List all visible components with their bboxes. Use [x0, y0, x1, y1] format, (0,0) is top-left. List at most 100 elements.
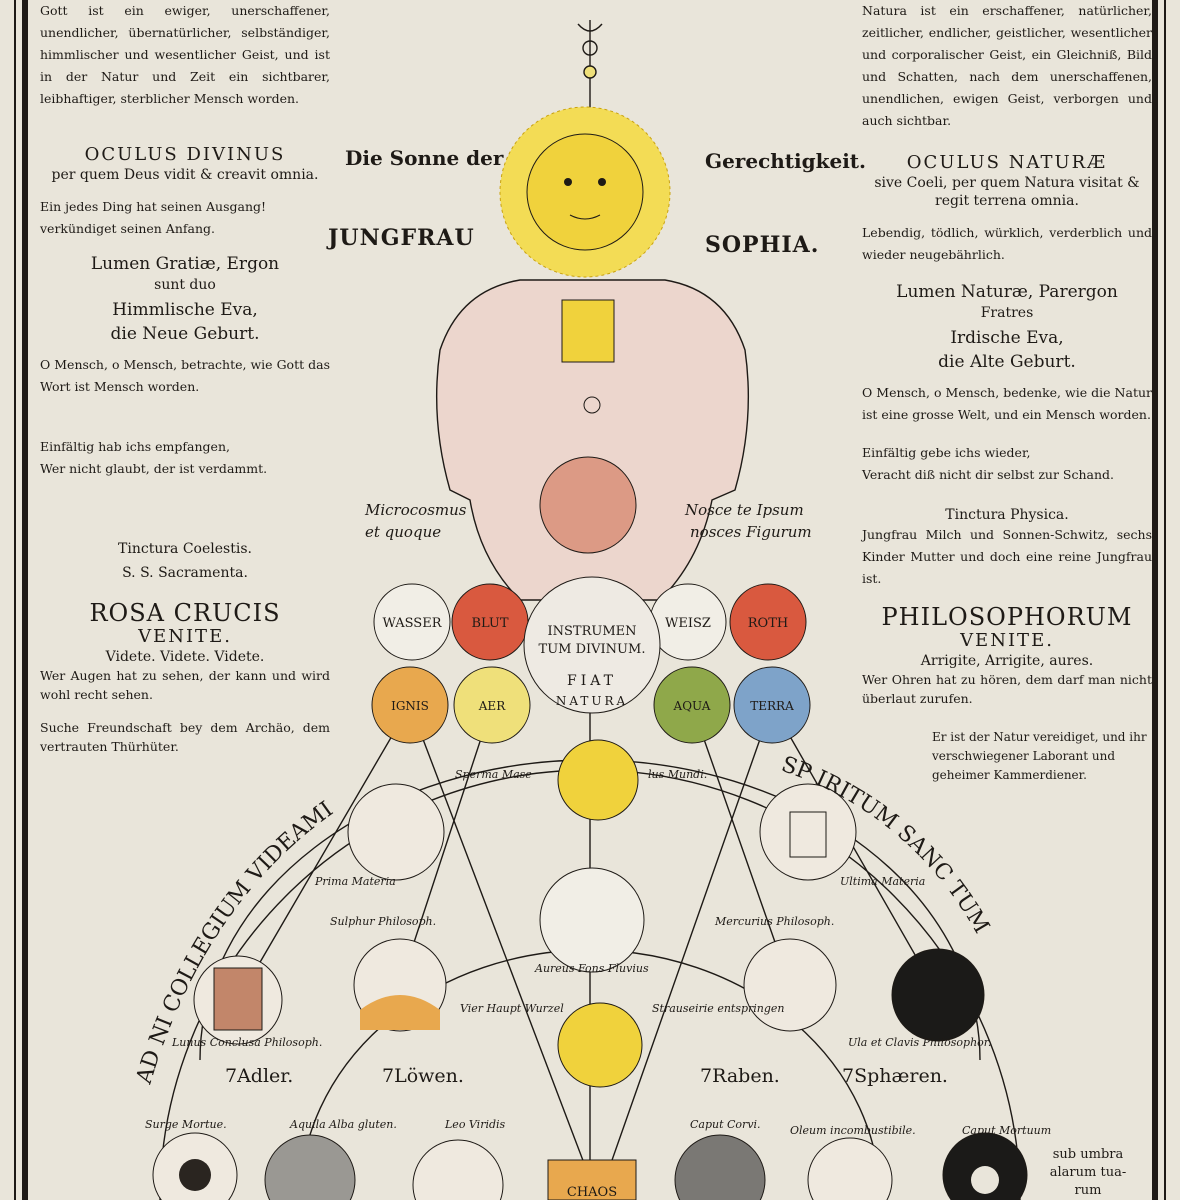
suche-text: Suche Freundschaft bey dem Archäo, dem v… — [40, 720, 330, 754]
label-leo-viridis: Leo Viridis — [444, 1118, 506, 1131]
fratres: Fratres — [980, 305, 1034, 321]
dark-grey-circle — [674, 1134, 766, 1200]
mensch-text-right: O Mensch, o Mensch, bedenke, wie die Nat… — [862, 385, 1152, 422]
natura-definition: Natura ist ein erschaffener, natürlicher… — [862, 3, 1152, 128]
skull-icon — [971, 1166, 999, 1194]
wind-circle — [347, 783, 445, 881]
natura-label: NATURA — [556, 694, 628, 708]
natur-text: Er ist der Natur vereidiget, und ihr ver… — [932, 730, 1147, 782]
instrumentum-label-1: INSTRUMEN — [547, 624, 636, 639]
lumen-naturae: Lumen Naturæ, Parergon — [896, 282, 1118, 302]
himmlische-eva: Himmlische Eva, — [112, 300, 258, 320]
moon-stars-circle — [539, 867, 645, 973]
label-prima-materia: Prima Materia — [314, 875, 396, 888]
ding-text: Ein jedes Ding hat seinen Ausgang! verkü… — [40, 199, 267, 236]
tinctura-coelestis: Tinctura Coelestis. — [118, 541, 252, 557]
et-quoque-label: et quoque — [365, 523, 441, 541]
count-raben: 7Raben. — [700, 1065, 780, 1087]
umbra-line3: rum — [1075, 1183, 1102, 1198]
label-mundi: lus Mundi. — [648, 768, 707, 781]
venite-right: VENITE. — [960, 630, 1054, 651]
ohren-text: Wer Ohren hat zu hören, dem darf man nic… — [862, 672, 1152, 706]
aer-label: AER — [478, 699, 506, 713]
umbra-line1: sub umbra — [1053, 1147, 1124, 1162]
label-clavis: Ula et Clavis Philosophor. — [848, 1036, 991, 1049]
label-caput-corvi: Caput Corvi. — [690, 1118, 761, 1131]
umbra-line2: alarum tua- — [1050, 1165, 1126, 1180]
jungfrau-label: JUNGFRAU — [326, 225, 475, 251]
count-loewen: 7Löwen. — [382, 1065, 464, 1087]
eye-center — [179, 1159, 211, 1191]
ray-line — [771, 704, 939, 996]
sun-circle-lower — [557, 1002, 643, 1088]
label-lunus: Lunus Conclusa Philosoph. — [171, 1036, 322, 1049]
label-aureus-fons: Aureus Fons Fluvius — [534, 962, 649, 975]
label-oleum: Oleum incombustibile. — [790, 1124, 916, 1137]
oculus-divinus-title: OCULUS DIVINUS — [84, 144, 286, 165]
sonne-der-label: Die Sonne der — [345, 146, 504, 170]
aqua-circle — [653, 666, 731, 744]
frame-line-right — [1152, 0, 1158, 1200]
roth-label: ROTH — [748, 616, 788, 631]
count-adler: 7Adler. — [225, 1065, 293, 1087]
ray-line — [237, 704, 411, 1001]
god-definition: Gott ist ein ewiger, unerschaffener, une… — [40, 3, 330, 106]
ray-line — [691, 704, 791, 986]
label-sulphur: Sulphur Philosoph. — [330, 915, 436, 928]
einfaeltig-right-line2: Veracht diß nicht dir selbst zur Schand. — [862, 467, 1115, 482]
aqua-label: AQUA — [673, 699, 711, 713]
frame-line-left — [22, 0, 28, 1200]
grey-circle — [264, 1134, 356, 1200]
oculus-naturae-title: OCULUS NATURÆ — [906, 152, 1108, 173]
count-sphaeren: 7Sphæren. — [842, 1065, 948, 1087]
label-strauseirie: Strauseirie entspringen — [652, 1002, 785, 1015]
venus-symbol-icon — [583, 396, 601, 414]
rosa-crucis: ROSA CRUCIS — [89, 599, 281, 627]
vessel-figure — [213, 967, 263, 1031]
roth-circle — [729, 583, 807, 661]
wasser-circle — [373, 583, 451, 661]
philosophorum: PHILOSOPHORUM — [881, 603, 1133, 631]
oculus-naturae-sub: sive Coeli, per quem Natura visitat & re… — [874, 175, 1140, 209]
sophia-label: SOPHIA. — [705, 232, 819, 258]
gerechtigkeit-label: Gerechtigkeit. — [705, 149, 866, 173]
ignis-circle — [371, 666, 449, 744]
fiat-label: FIAT — [567, 673, 617, 689]
ignis-label: IGNIS — [391, 699, 429, 713]
figurum-label: nosces Figurum — [690, 523, 812, 541]
label-mercurius: Mercurius Philosoph. — [714, 915, 834, 928]
aer-circle — [453, 666, 531, 744]
instrumentum-circle — [523, 576, 661, 714]
chaos-label: CHAOS — [567, 1185, 617, 1200]
ray-line — [399, 704, 493, 986]
einfaeltig-right-line1: Einfältig gebe ichs wieder, — [862, 445, 1031, 460]
neue-geburt: die Neue Geburt. — [110, 324, 260, 344]
terra-label: TERRA — [750, 699, 794, 713]
oculus-divinus-sub: per quem Deus vidit & creavit omnia. — [51, 167, 319, 183]
instrumentum-label-2: TUM DIVINUM. — [539, 642, 646, 657]
einfaeltig-line2: Wer nicht glaubt, der ist verdammt. — [40, 461, 268, 476]
label-ultima-materia: Ultima Materia — [840, 875, 925, 888]
left-text-column: Gott ist ein ewiger, unerschaffener, une… — [40, 0, 330, 756]
label-caput-mortuum: Caput Mortuum — [962, 1124, 1051, 1137]
flames — [360, 995, 440, 1030]
planet-symbol-icon — [582, 40, 598, 56]
lebendig-text: Lebendig, tödlich, würklich, verderblich… — [862, 225, 1152, 262]
ray-line — [597, 704, 773, 1200]
skeleton-figure — [789, 811, 827, 858]
heart-ark — [561, 299, 615, 363]
stars-circle — [743, 938, 837, 1032]
sun-circle-middle — [557, 739, 639, 821]
right-text-column: Natura ist ein erschaffener, natürlicher… — [862, 0, 1152, 785]
augen-text: Wer Augen hat zu sehen, der kann und wir… — [40, 668, 330, 702]
blut-label: BLUT — [471, 616, 508, 631]
sun-of-righteousness — [499, 106, 671, 278]
jungfrau-milch: Jungfrau Milch und Sonnen-Schwitz, sechs… — [862, 527, 1152, 586]
videte: Videte. Videte. Videte. — [105, 649, 265, 665]
black-circle — [891, 948, 985, 1042]
ray-line — [409, 704, 599, 1200]
label-vier-haupt: Vier Haupt Wurzel — [460, 1002, 564, 1015]
weisz-label: WEISZ — [665, 616, 711, 631]
tinctura-physica: Tinctura Physica. — [945, 507, 1069, 523]
